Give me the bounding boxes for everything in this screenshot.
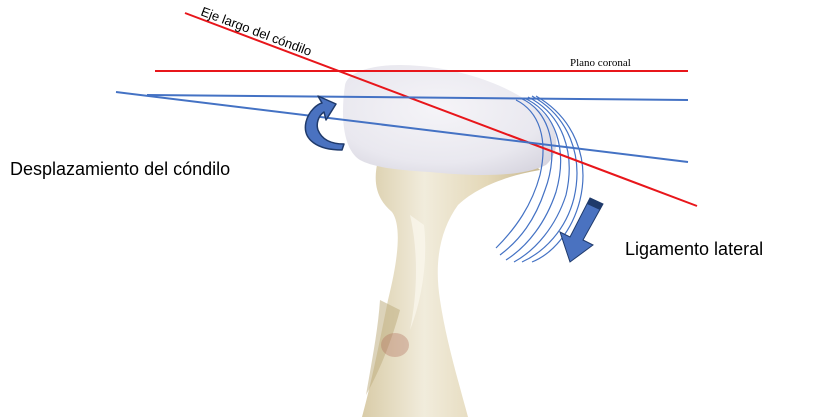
ramus-neck bbox=[362, 150, 540, 417]
ligament-arrow-icon bbox=[560, 198, 603, 262]
displacement-arrow-icon bbox=[305, 96, 344, 150]
bone-stain bbox=[381, 333, 409, 357]
condyle-bone bbox=[343, 65, 556, 417]
long-axis-label: Eje largo del cóndilo bbox=[199, 4, 314, 59]
condyle-head bbox=[343, 65, 556, 175]
lateral-ligament-label: Ligamento lateral bbox=[625, 239, 763, 259]
coronal-plane-label: Plano coronal bbox=[570, 57, 631, 69]
condyle-displacement-label: Desplazamiento del cóndilo bbox=[10, 159, 230, 179]
